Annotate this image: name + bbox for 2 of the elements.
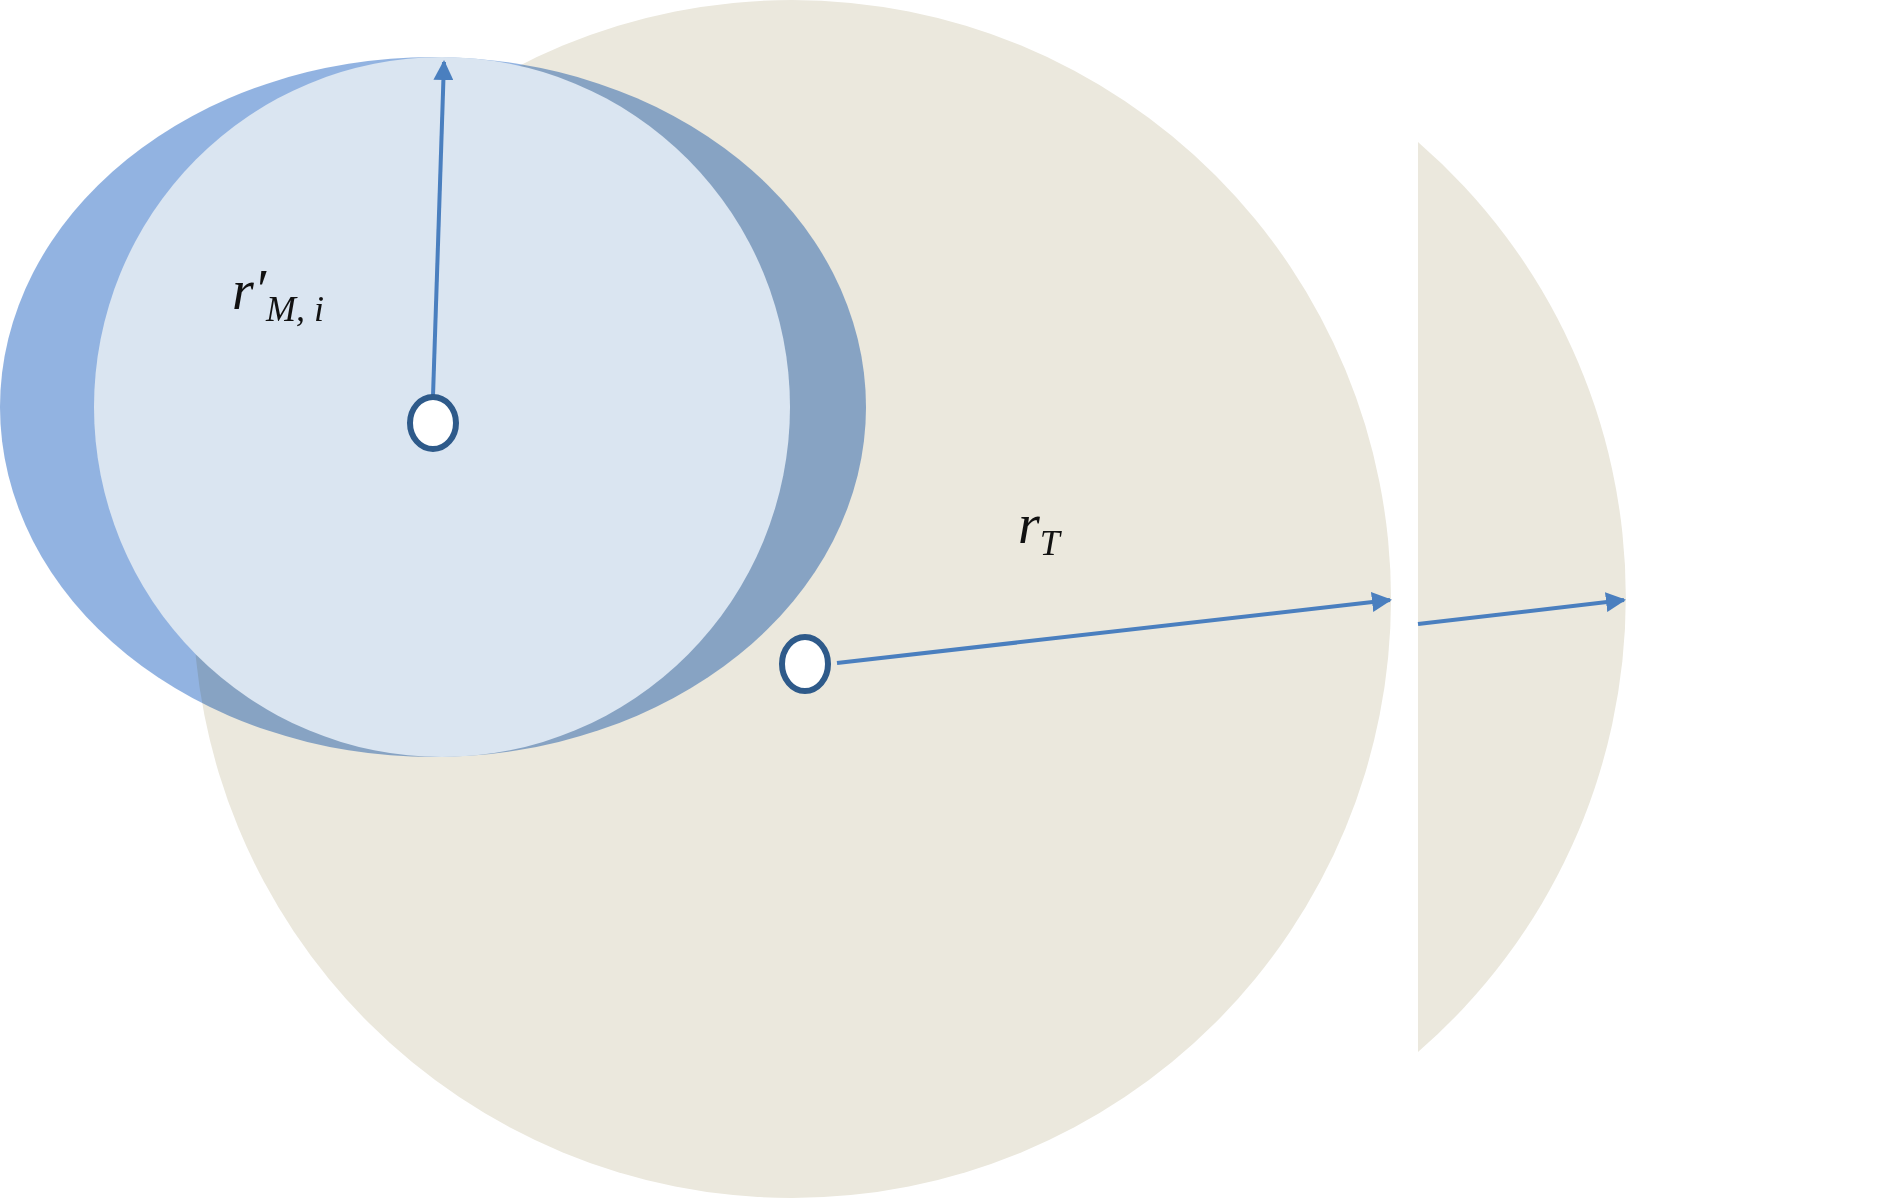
math-label: r$_{T}$ — [1018, 496, 1060, 562]
math-label: r′$_{M, i}$ — [232, 262, 325, 328]
